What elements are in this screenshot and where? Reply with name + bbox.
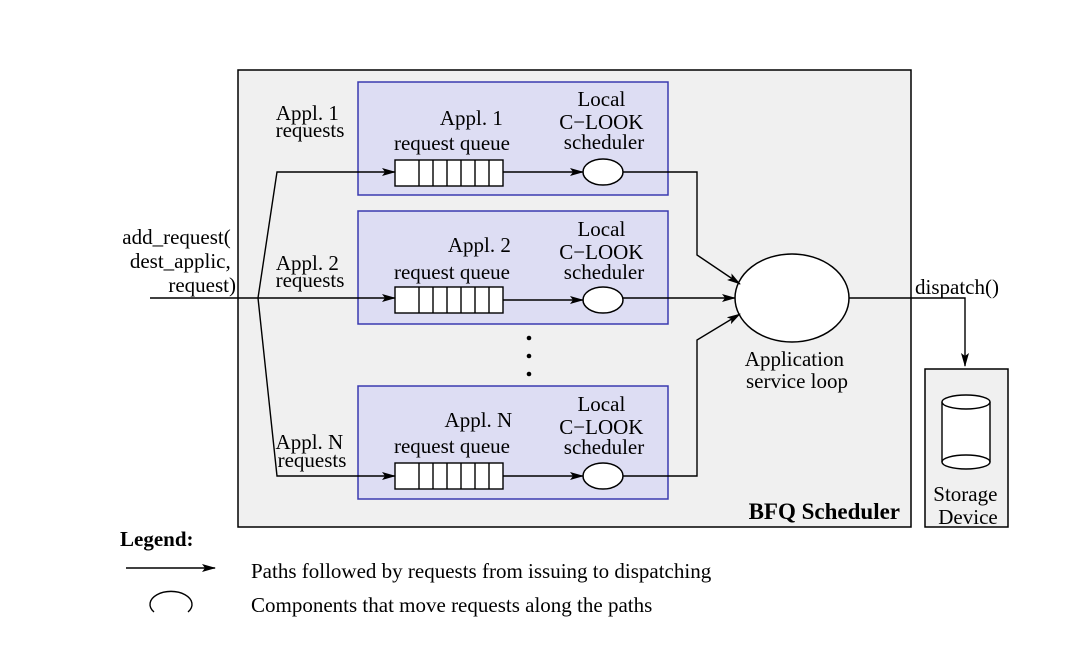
legend: Legend: Paths followed by requests from … xyxy=(120,527,712,617)
branch-path-n xyxy=(257,297,396,480)
legend-title: Legend: xyxy=(120,527,194,551)
local-scheduler-2 xyxy=(582,286,624,314)
legend-item-components: Components that move requests along the … xyxy=(251,593,652,617)
branch-path-1 xyxy=(257,168,396,299)
app-n-queue-label: Appl. N request queue xyxy=(394,408,517,458)
queue-frame xyxy=(394,159,504,187)
local-scheduler-n xyxy=(582,462,624,490)
app-n-requests-label: Appl. N requests xyxy=(276,430,349,472)
bfq-scheduler-title: BFQ Scheduler xyxy=(749,499,900,524)
queue-frame xyxy=(394,286,504,314)
request-queue-n xyxy=(394,462,504,490)
service-loop-label: Application service loop xyxy=(745,347,849,393)
queue-frame xyxy=(394,462,504,490)
add-request-call: add_request( dest_applic, request) xyxy=(122,225,236,297)
request-paths xyxy=(150,168,969,480)
scheduler-to-loop-n xyxy=(623,313,741,477)
legend-item-paths: Paths followed by requests from issuing … xyxy=(251,559,712,583)
legend-ellipse-icon xyxy=(149,590,193,613)
request-queue-1 xyxy=(394,159,504,187)
app-1-requests-label: Appl. 1 requests xyxy=(276,101,345,142)
app-2-requests-label: Appl. 2 requests xyxy=(276,251,345,292)
service-loop-ellipse xyxy=(734,253,850,343)
app-n-scheduler-label: Local C−LOOK scheduler xyxy=(559,392,648,459)
more-apps-dots xyxy=(526,335,532,377)
storage-cylinder-icon xyxy=(941,394,991,470)
dispatch-label: dispatch() xyxy=(915,275,999,299)
app-1-queue-label: Appl. 1 request queue xyxy=(394,106,510,155)
storage-device: Storage Device xyxy=(924,368,1009,529)
storage-device-label: Storage Device xyxy=(933,482,1002,529)
local-scheduler-1 xyxy=(582,158,624,186)
app-1-scheduler-label: Local C−LOOK scheduler xyxy=(559,87,648,154)
app-2-queue-label: Appl. 2 request queue xyxy=(394,233,516,284)
app-2-scheduler-label: Local C−LOOK scheduler xyxy=(559,217,648,284)
dispatch-path xyxy=(849,297,969,367)
request-queue-2 xyxy=(394,286,504,314)
scheduler-to-loop-1 xyxy=(623,171,741,285)
